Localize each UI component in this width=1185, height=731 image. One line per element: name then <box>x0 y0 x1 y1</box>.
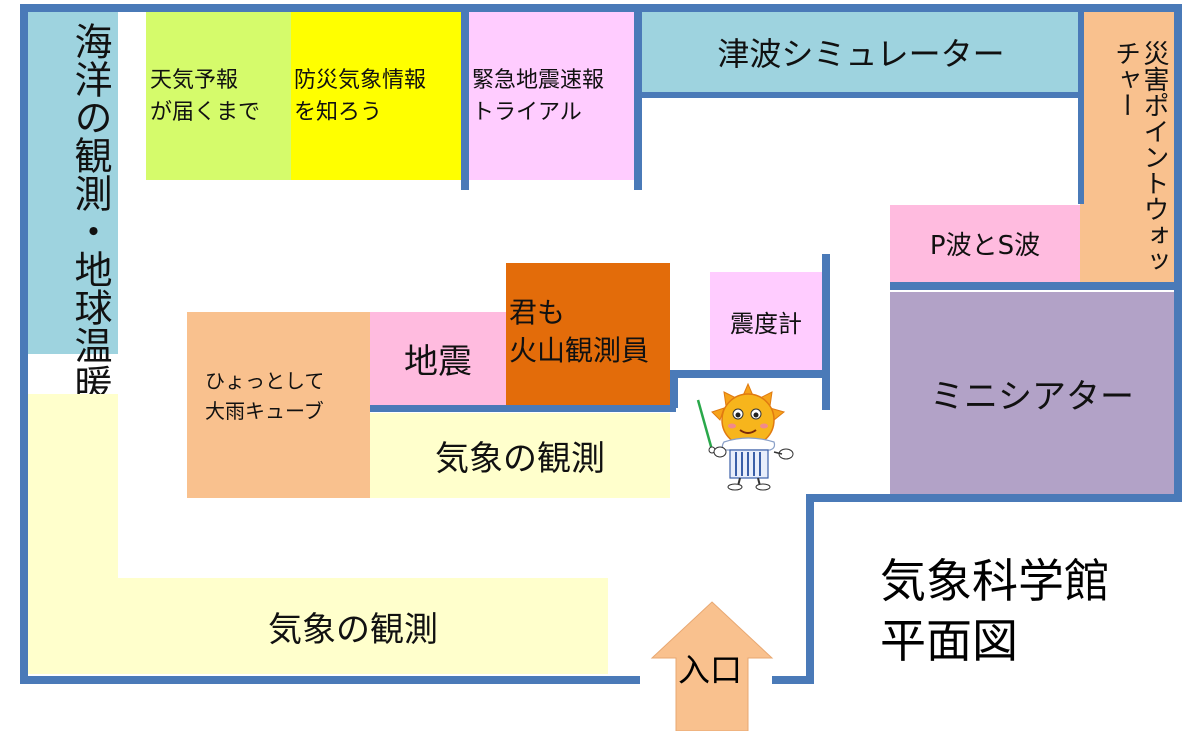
room-disaster-info: 防災気象情報 を知ろう <box>291 12 461 180</box>
wall-tsunami-bottom <box>642 92 1080 98</box>
wall-bottom-left <box>20 676 640 684</box>
room-disaster-watcher-label: 災害ポイントウォッチャー <box>1110 40 1169 274</box>
room-seismic-intensity-label: 震度計 <box>730 309 802 338</box>
room-volcano-observer: 君も 火山観測員 <box>506 263 670 405</box>
room-heavy-rain-cube: ひょっとして 大雨キューブ <box>187 312 370 498</box>
room-volcano-line1: 君も <box>509 296 566 329</box>
room-earthquake-early-warning: 緊急地震速報 トライアル <box>469 12 634 180</box>
wall-center-vertical <box>822 254 830 410</box>
wall-partition-2 <box>634 8 642 190</box>
room-weather-observation-outer: 気象の観測 <box>28 578 608 674</box>
wall-partition-1 <box>461 8 469 190</box>
wall-center-horizontal <box>670 370 828 378</box>
room-ocean-observation: 海洋の観測・地球温暖化 <box>28 12 118 440</box>
room-eew-line2: トライアル <box>472 100 582 125</box>
wall-top <box>20 4 1182 12</box>
room-disaster-point-watcher: 災害ポイントウォッチャー <box>1080 12 1174 282</box>
room-disaster-info-line1: 防災気象情報 <box>294 68 427 93</box>
room-ps-wave: P波とS波 <box>890 205 1080 282</box>
room-volcano-line2: 火山観測員 <box>509 334 650 367</box>
room-tsunami-simulator: 津波シミュレーター <box>642 12 1080 92</box>
wall-lower-right-vertical <box>806 494 814 684</box>
room-earthquake: 地震 <box>370 312 506 405</box>
wall-right-upper <box>1174 4 1182 494</box>
room-mini-theater-label: ミニシアター <box>930 376 1134 417</box>
room-earthquake-label: 地震 <box>404 342 472 382</box>
room-weather-observation-inner: 気象の観測 <box>370 413 670 498</box>
room-ps-wave-label: P波とS波 <box>929 231 1041 261</box>
room-weather-forecast: 天気予報 が届くまで <box>146 12 291 180</box>
room-seismic-intensity-meter: 震度計 <box>710 272 822 370</box>
wall-bottom-right <box>772 676 814 684</box>
room-weather-obs-outer-label: 気象の観測 <box>268 609 438 650</box>
entrance-arrow-icon[interactable] <box>650 600 774 731</box>
room-weather-forecast-line1: 天気予報 <box>150 68 239 93</box>
wall-left <box>20 4 28 684</box>
mascot-sun-character-icon <box>696 382 794 491</box>
room-weather-obs-inner-label: 気象の観測 <box>435 439 605 479</box>
entrance-label[interactable]: 入口 <box>678 651 743 689</box>
map-title-line1: 気象科学館 <box>880 554 1110 608</box>
wall-earthquake-bottom <box>370 405 676 412</box>
wall-lower-right-horizontal <box>806 494 1182 502</box>
room-rain-cube-line1: ひょっとして <box>205 369 325 393</box>
room-weather-forecast-line2: が届くまで <box>150 100 261 125</box>
wall-center-left-stub <box>670 370 678 408</box>
wall-theater-top <box>890 282 1178 290</box>
map-title-line2: 平面図 <box>880 614 1018 668</box>
room-ocean-observation-label: 海洋の観測・地球温暖化 <box>68 22 112 440</box>
room-eew-line1: 緊急地震速報 <box>472 68 605 93</box>
room-tsunami-label: 津波シミュレーター <box>717 35 1005 73</box>
wall-watcher-left <box>1078 8 1084 204</box>
room-mini-theater: ミニシアター <box>890 292 1174 494</box>
room-rain-cube-line2: 大雨キューブ <box>205 399 324 423</box>
room-disaster-info-line2: を知ろう <box>294 100 383 125</box>
